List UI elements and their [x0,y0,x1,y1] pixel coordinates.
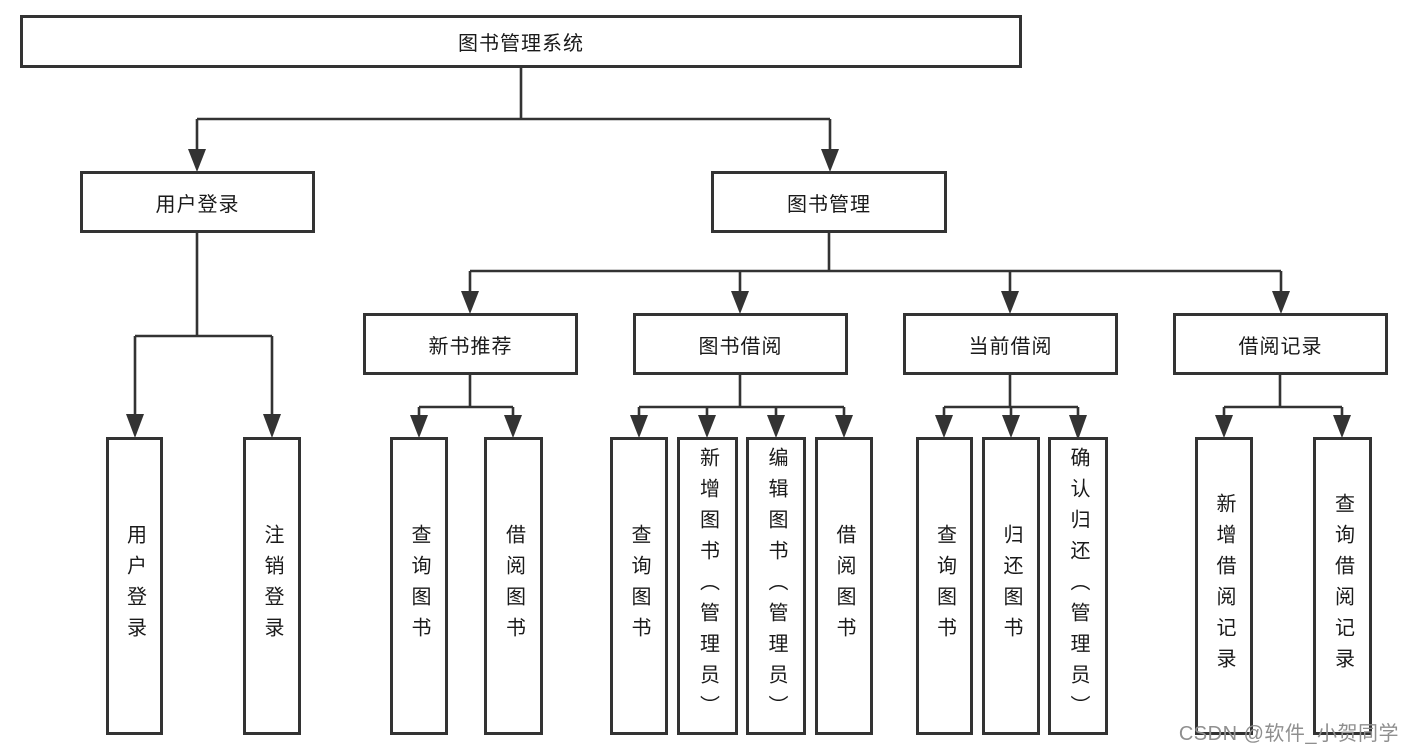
leaf-query-borrow-record: 查询借阅记录 [1313,437,1372,735]
leaf-confirm-return-admin: 确认归还（管理员） [1048,437,1108,735]
leaf-user-login: 用户登录 [106,437,163,735]
node-book-borrow: 图书借阅 [633,313,848,375]
node-book-management: 图书管理 [711,171,947,233]
connector-current-borrow-to-leaves [935,375,1087,440]
connector-book-mgmt-to-level3 [461,233,1290,314]
leaf-query-books-current: 查询图书 [916,437,973,735]
node-user-login: 用户登录 [80,171,315,233]
connector-borrow-record-to-leaves [1215,375,1351,438]
node-borrow-record: 借阅记录 [1173,313,1388,375]
leaf-add-book-admin: 新增图书（管理员） [677,437,738,735]
leaf-query-books-borrow: 查询图书 [610,437,668,735]
connector-root-to-level2 [188,68,839,172]
leaf-query-books-recommend: 查询图书 [390,437,448,735]
csdn-watermark: CSDN @软件_小贺同学 [1178,723,1399,745]
connector-new-book-to-leaves [410,375,522,438]
leaf-borrow-books: 借阅图书 [815,437,873,735]
connector-user-login-to-leaves [126,233,281,438]
leaf-return-book: 归还图书 [982,437,1040,735]
leaf-borrow-books-recommend: 借阅图书 [484,437,543,735]
node-new-book-recommend: 新书推荐 [363,313,578,375]
connector-book-borrow-to-leaves [630,375,853,438]
node-current-borrow: 当前借阅 [903,313,1118,375]
leaf-add-borrow-record: 新增借阅记录 [1195,437,1253,735]
leaf-edit-book-admin: 编辑图书（管理员） [746,437,806,735]
leaf-logout: 注销登录 [243,437,301,735]
node-root-system: 图书管理系统 [20,15,1022,68]
